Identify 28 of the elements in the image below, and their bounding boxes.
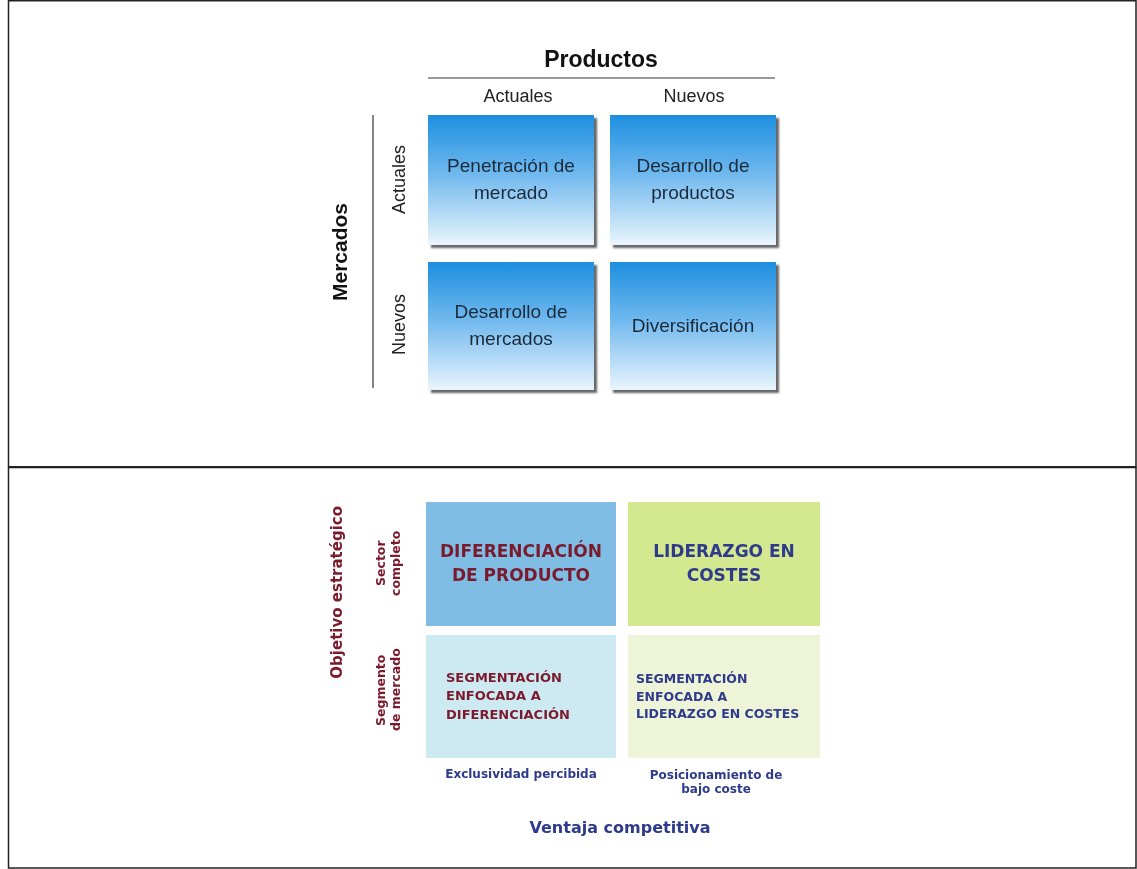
row-header: Sector completo	[373, 529, 403, 598]
cell-text: Desarrollo de productos	[635, 154, 751, 205]
row-header: Segmento de mercado	[373, 647, 403, 734]
cell-text: DIFERENCIACIÓN DE PRODUCTO	[439, 540, 603, 587]
strategy-cell	[628, 635, 820, 758]
cell-text: Penetración de mercado	[446, 154, 576, 205]
cell-text: SEGMENTACIÓN ENFOCADA A DIFERENCIACIÓN	[446, 669, 571, 724]
column-header: Exclusividad percibida	[445, 766, 597, 782]
strategy-cell	[426, 635, 616, 758]
cell-text: Diversificación	[631, 313, 755, 338]
strategy-cell	[428, 115, 594, 245]
strategy-cell	[428, 262, 594, 390]
strategy-cell	[426, 502, 616, 626]
axis-title: Objetivo estratégico	[328, 505, 346, 679]
cell-text: SEGMENTACIÓN ENFOCADA A LIDERAZGO EN COSTES	[636, 670, 801, 723]
axis-title: Productos	[544, 46, 658, 74]
axis-title: Ventaja competitiva	[529, 818, 711, 838]
row-header: Nuevos	[389, 294, 411, 356]
column-header: Nuevos	[663, 86, 725, 108]
strategy-cell	[628, 502, 820, 626]
strategy-cell	[610, 115, 776, 245]
row-header: Actuales	[389, 145, 411, 215]
column-header: Posicionamiento de bajo coste	[648, 767, 784, 797]
axis-title: Mercados	[327, 202, 353, 301]
cell-text: LIDERAZGO EN COSTES	[652, 540, 796, 587]
cell-text: Desarrollo de mercados	[453, 300, 569, 351]
strategy-cell	[610, 262, 776, 390]
column-header: Actuales	[483, 86, 553, 108]
